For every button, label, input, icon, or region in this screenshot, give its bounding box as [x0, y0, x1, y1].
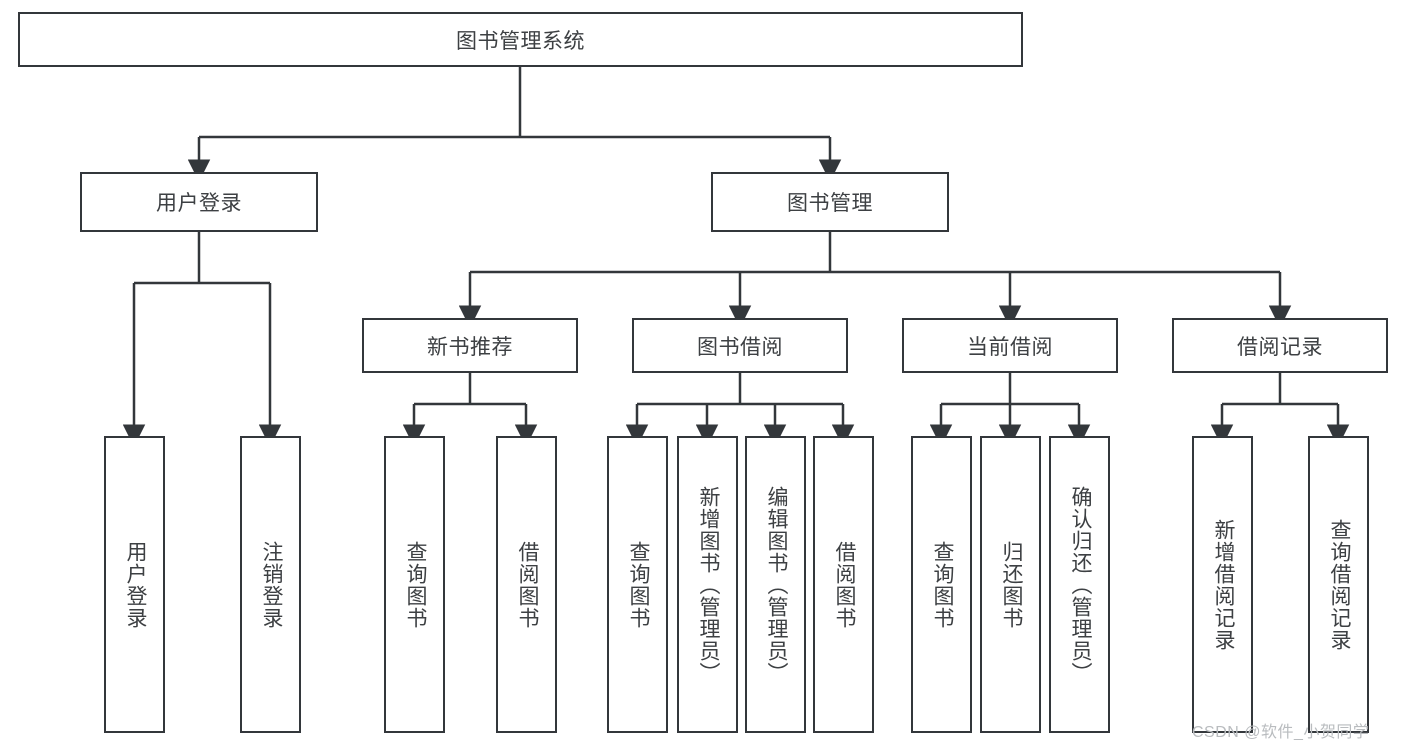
node-leaf-borrow-book-recommend[interactable]: 借阅图书	[496, 436, 557, 733]
node-label: 编辑图书（管理员）	[764, 485, 788, 684]
node-leaf-user-login[interactable]: 用户登录	[104, 436, 165, 733]
node-book-management[interactable]: 图书管理	[711, 172, 949, 232]
node-book-borrow[interactable]: 图书借阅	[632, 318, 848, 373]
node-label: 新书推荐	[427, 335, 513, 359]
node-label: 图书借阅	[697, 335, 783, 359]
node-label: 查询借阅记录	[1327, 518, 1351, 651]
node-label: 用户登录	[123, 540, 147, 629]
node-leaf-confirm-return-admin[interactable]: 确认归还（管理员）	[1049, 436, 1110, 733]
node-leaf-add-book-admin[interactable]: 新增图书（管理员）	[677, 436, 738, 733]
node-label: 当前借阅	[967, 335, 1053, 359]
node-label: 确认归还（管理员）	[1068, 485, 1092, 684]
node-label: 用户登录	[156, 192, 242, 215]
node-user-login[interactable]: 用户登录	[80, 172, 318, 232]
node-label: 归还图书	[999, 540, 1023, 629]
node-leaf-logout[interactable]: 注销登录	[240, 436, 301, 733]
node-leaf-query-book-borrow[interactable]: 查询图书	[607, 436, 668, 733]
node-label: 借阅图书	[832, 540, 856, 629]
node-label: 新增图书（管理员）	[696, 485, 720, 684]
node-label: 查询图书	[403, 540, 427, 629]
node-leaf-query-borrow-record[interactable]: 查询借阅记录	[1308, 436, 1369, 733]
node-label: 图书管理	[787, 192, 873, 215]
node-label: 注销登录	[259, 540, 283, 629]
node-label: 借阅记录	[1237, 335, 1323, 359]
node-label: 查询图书	[626, 540, 650, 629]
node-root-book-management-system[interactable]: 图书管理系统	[18, 12, 1023, 67]
node-leaf-edit-book-admin[interactable]: 编辑图书（管理员）	[745, 436, 806, 733]
node-label: 新增借阅记录	[1211, 518, 1235, 651]
node-current-borrow[interactable]: 当前借阅	[902, 318, 1118, 373]
node-label: 查询图书	[930, 540, 954, 629]
node-label: 借阅图书	[515, 540, 539, 629]
node-leaf-query-book-current[interactable]: 查询图书	[911, 436, 972, 733]
csdn-watermark: CSDN @软件_小贺同学	[1192, 724, 1370, 741]
node-label: 图书管理系统	[456, 29, 585, 53]
node-leaf-query-book-recommend[interactable]: 查询图书	[384, 436, 445, 733]
node-leaf-borrow-book[interactable]: 借阅图书	[813, 436, 874, 733]
node-borrow-record[interactable]: 借阅记录	[1172, 318, 1388, 373]
node-leaf-return-book[interactable]: 归还图书	[980, 436, 1041, 733]
node-new-book-recommend[interactable]: 新书推荐	[362, 318, 578, 373]
node-leaf-add-borrow-record[interactable]: 新增借阅记录	[1192, 436, 1253, 733]
